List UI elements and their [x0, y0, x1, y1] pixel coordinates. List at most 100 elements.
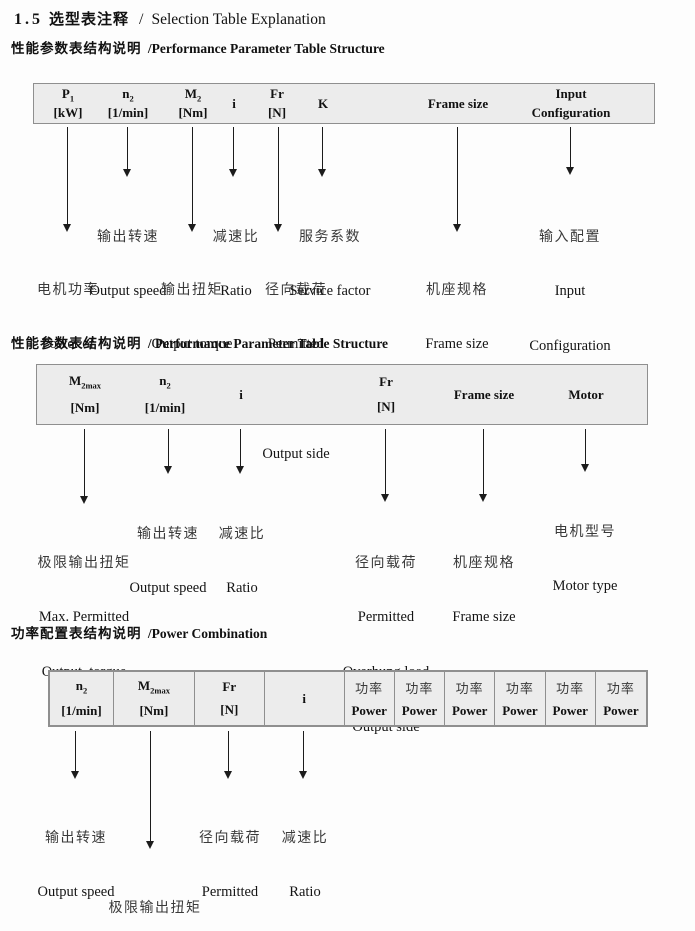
table2-performance-parameters: M2max [Nm] n2 [1/min] i Fr [N] Frame siz…	[36, 364, 648, 425]
arrowhead-icon	[71, 771, 80, 783]
table3-col-i: i	[265, 672, 345, 725]
column-label-en: Power	[552, 703, 588, 718]
table1-col-n2: n2 [1/min]	[108, 84, 148, 123]
column-unit: [N]	[220, 702, 239, 717]
column-label-zh: 功率	[505, 681, 534, 696]
column-symbol: i	[239, 386, 243, 402]
column-subscript: 2	[197, 93, 202, 104]
column-unit: [Nm]	[70, 399, 100, 415]
arrowhead-icon	[123, 169, 132, 181]
arrow-m2	[188, 127, 197, 232]
table2-col-motor: Motor	[568, 365, 603, 424]
section3-heading-zh: 功率配置表结构说明	[11, 626, 142, 641]
column-symbol: Frame size	[427, 95, 489, 111]
column-symbol: Input	[555, 86, 587, 102]
arrowhead-icon	[229, 169, 238, 181]
arrow-fr	[224, 731, 233, 779]
arrow-fr	[274, 127, 283, 232]
table3-col-m2max: M2max [Nm]	[114, 672, 195, 725]
table3-col-power-1: 功率 Power	[345, 672, 395, 725]
column-symbol: i	[232, 95, 236, 111]
arrowhead-icon	[479, 494, 488, 506]
table3-col-power-6: 功率 Power	[596, 672, 646, 725]
callout-motor-type: 电机型号 Motor type	[552, 523, 618, 594]
callout-frame-size: 机座规格 Frame size	[452, 554, 516, 625]
column-label-en: Power	[451, 703, 488, 718]
section1-heading-zh: 性能参数表结构说明	[11, 41, 142, 56]
arrow-m2max	[146, 731, 155, 849]
column-label-zh: 功率	[405, 681, 434, 696]
column-unit: [N]	[376, 399, 396, 414]
table1-col-i: i	[232, 84, 236, 123]
callout-ratio: 减速比 Ratio	[281, 829, 329, 900]
arrow-motor	[581, 429, 590, 472]
arrowhead-icon	[318, 169, 327, 181]
callout-overhung-load: 径向载荷 Permitted Overhung load Output side	[198, 829, 261, 900]
page-title-en: Selection Table Explanation	[151, 11, 326, 28]
column-symbol: i	[302, 690, 306, 706]
column-label-en: Power	[401, 703, 438, 718]
column-symbol: n2	[159, 373, 171, 392]
section3-heading-en: /Power Combination	[147, 626, 268, 641]
table1-col-m2: M2 [Nm]	[179, 84, 208, 123]
arrowhead-icon	[188, 224, 197, 236]
arrow-n2	[71, 731, 80, 779]
arrow-fr	[381, 429, 390, 502]
arrowhead-icon	[164, 466, 173, 478]
callout-output-speed: 输出转速 Output speed	[89, 228, 167, 299]
page-title-zh: 选型表注释	[49, 11, 130, 28]
column-subscript: 2	[166, 381, 171, 392]
arrow-i	[299, 731, 308, 779]
section2-heading: 性能参数表结构说明 / Performance Parameter Table …	[11, 332, 388, 352]
page-title: 1.5 选型表注释 / Selection Table Explanation	[14, 8, 326, 29]
column-symbol: Fr	[379, 374, 393, 389]
arrowhead-icon	[566, 167, 575, 179]
column-label-zh: 功率	[455, 681, 484, 696]
section2-heading-zh: 性能参数表结构说明	[11, 336, 142, 351]
column-subscript: 2	[129, 93, 134, 104]
arrowhead-icon	[224, 771, 233, 783]
column-symbol: M2	[184, 85, 202, 104]
callout-frame-size: 机座规格 Frame size	[425, 281, 489, 352]
arrow-i	[236, 429, 245, 474]
section3-heading: 功率配置表结构说明 /Power Combination	[11, 622, 267, 642]
callout-ratio: 减速比 Ratio	[218, 525, 266, 596]
arrow-i	[229, 127, 238, 177]
arrow-frame-size	[453, 127, 462, 232]
arrow-frame-size	[479, 429, 488, 502]
arrow-input-configuration	[566, 127, 575, 175]
arrow-n2	[123, 127, 132, 177]
column-unit: [1/min]	[61, 702, 102, 718]
table2-col-frame-size: Frame size	[454, 365, 514, 424]
callout-output-torque: 输出扭矩 Output torque	[151, 281, 233, 352]
column-symbol: n2	[75, 678, 88, 697]
column-symbol: Motor	[568, 386, 604, 402]
callout-max-output-torque: 极限输出扭矩 Max. Permitted Output torque	[108, 899, 202, 915]
table1-col-k: K	[318, 84, 328, 123]
section1-heading-en: /Performance Parameter Table Structure	[147, 41, 385, 56]
arrowhead-icon	[299, 771, 308, 783]
column-label-en: Power	[351, 703, 387, 718]
column-subscript: 2	[83, 686, 88, 697]
table1-col-p1: P1 [kW]	[54, 84, 83, 123]
arrowhead-icon	[274, 224, 283, 236]
table1-col-input-configuration: Input Configuration	[532, 84, 611, 123]
column-unit: [N]	[267, 104, 287, 120]
table3-col-n2: n2 [1/min]	[50, 672, 115, 725]
column-subscript: 2max	[150, 686, 170, 697]
table1-col-fr: Fr [N]	[268, 84, 286, 123]
column-symbol: M2max	[68, 373, 102, 392]
column-label-zh: 功率	[606, 681, 635, 696]
column-subscript: 1	[69, 93, 75, 104]
column-label-zh: 功率	[556, 681, 585, 696]
column-symbol: K	[317, 95, 329, 111]
arrowhead-icon	[453, 224, 462, 236]
column-symbol: Fr	[270, 86, 284, 102]
table3-col-power-5: 功率 Power	[546, 672, 596, 725]
column-unit: [1/min]	[144, 399, 186, 415]
callout-overhung-load: 径向载荷 Permitted Overhung load Output side	[343, 554, 430, 735]
table3-power-combination: n2 [1/min] M2max [Nm] Fr [N] i 功率 Power …	[48, 670, 648, 727]
table3-col-fr: Fr [N]	[195, 672, 265, 725]
arrowhead-icon	[63, 224, 72, 236]
callout-output-speed: 输出转速 Output speed	[37, 829, 115, 900]
